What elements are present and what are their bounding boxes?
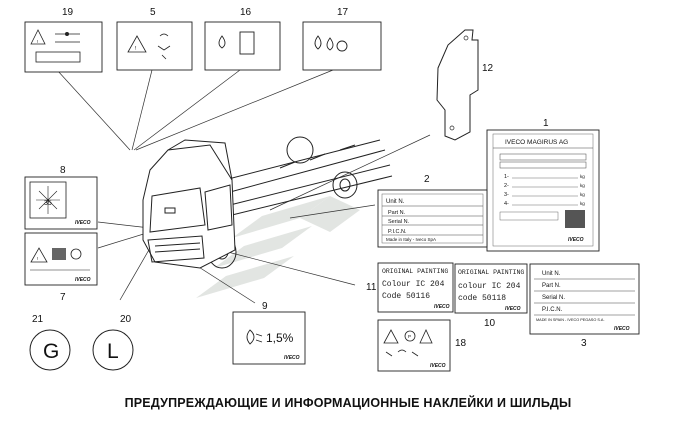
callout-2: 2	[424, 174, 430, 185]
label-2-picn: P.I.C.N.	[388, 229, 407, 235]
svg-text:!: !	[37, 39, 38, 44]
disc-21: G	[29, 329, 71, 371]
label-3-footer: MADE IN SPAIN - IVECO PEGASO S.A.	[536, 318, 605, 322]
bracket-12	[436, 29, 479, 141]
callout-8: 8	[60, 165, 66, 176]
callout-16: 16	[240, 7, 252, 18]
label-1-row-1: 1-	[504, 174, 509, 180]
label-1-unit-3: kg	[580, 192, 585, 197]
label-1-unit-1: kg	[580, 174, 585, 179]
decal-17	[302, 21, 382, 71]
callout-20: 20	[120, 314, 132, 325]
label-11-paint: ORIGINAL PAINTING Colour IC 204 Code 501…	[377, 262, 454, 313]
label-18-brand: IVECO	[430, 363, 446, 369]
label-18-warning: P IVECO	[377, 319, 451, 372]
label-8-brand: IVECO	[75, 220, 91, 226]
label-2-serial: Serial N.	[388, 219, 410, 225]
headlamp-icon	[246, 329, 255, 345]
label-11-line2: Colour IC 204	[382, 280, 445, 289]
label-9-brand: IVECO	[284, 355, 300, 361]
decal-5: !	[116, 21, 193, 71]
label-10-brand: IVECO	[505, 306, 521, 312]
disc-20: L	[92, 329, 134, 371]
label-1-row-3: 3-	[504, 192, 509, 198]
label-3-unit: Unit N.	[542, 271, 561, 277]
callout-11: 11	[366, 282, 377, 293]
label-9-value: 1,5%	[266, 331, 294, 345]
decal-16	[204, 21, 281, 71]
label-1-title: IVECO MAGIRUS AG	[505, 139, 568, 146]
callout-9: 9	[262, 301, 268, 312]
label-7-warning: ! IVECO	[24, 232, 98, 286]
label-10-paint: ORIGINAL PAINTING colour IC 204 code 501…	[454, 263, 528, 314]
callout-18: 18	[455, 338, 467, 349]
label-7-brand: IVECO	[75, 277, 91, 283]
disc-21-letter: G	[43, 340, 59, 363]
diagram-caption: ПРЕДУПРЕЖДАЮЩИЕ И ИНФОРМАЦИОННЫЕ НАКЛЕЙК…	[124, 396, 572, 410]
label-8-ac: 35 IVECO	[24, 176, 98, 230]
label-1-plate: IVECO MAGIRUS AG 1- 2- 3- 4- kg kg kg kg…	[486, 129, 600, 252]
callout-3: 3	[581, 338, 587, 349]
callout-17: 17	[337, 7, 349, 18]
leader-lines	[56, 69, 431, 304]
label-1-unit-2: kg	[580, 183, 585, 188]
callout-19: 19	[62, 7, 74, 18]
label-10-line3: code 50118	[458, 294, 506, 303]
callout-5: 5	[150, 7, 156, 18]
label-10-line1: ORIGINAL PAINTING	[458, 269, 524, 276]
label-3-plate: Unit N. Part N. Serial N. P.I.C.N. MADE …	[529, 263, 640, 335]
label-3-part: Part N.	[542, 283, 561, 289]
label-1-row-2: 2-	[504, 183, 509, 189]
label-8-value: 35	[44, 200, 52, 207]
label-11-line1: ORIGINAL PAINTING	[382, 268, 448, 275]
label-11-brand: IVECO	[434, 304, 450, 310]
label-2-part: Part N.	[388, 210, 406, 216]
label-2-footer: Made in Italy - Iveco SpA	[386, 237, 436, 242]
truck-drawing	[142, 136, 393, 269]
decal-19: !	[24, 21, 103, 73]
label-2-unit: Unit N.	[386, 199, 405, 205]
label-3-picn: P.I.C.N.	[542, 307, 563, 313]
svg-text:!: !	[37, 256, 38, 261]
label-1-unit-4: kg	[580, 201, 585, 206]
label-9-headlamp: 1,5% IVECO	[232, 311, 306, 365]
label-3-brand: IVECO	[614, 326, 630, 332]
disc-20-letter: L	[107, 340, 119, 363]
callout-12: 12	[482, 63, 494, 74]
callout-7: 7	[60, 292, 66, 303]
callout-21: 21	[32, 314, 44, 325]
label-3-serial: Serial N.	[542, 295, 565, 301]
label-2-plate: Unit N. Part N. Serial N. P.I.C.N. Made …	[377, 189, 488, 248]
label-1-row-4: 4-	[504, 201, 509, 207]
svg-text:P: P	[408, 334, 411, 339]
callout-10: 10	[484, 318, 496, 329]
watermark-logo	[196, 196, 360, 298]
label-10-line2: colour IC 204	[458, 282, 521, 291]
svg-text:!: !	[135, 46, 137, 52]
label-1-brand: IVECO	[568, 237, 584, 243]
label-11-line3: Code 50116	[382, 292, 430, 301]
callout-1: 1	[543, 118, 549, 129]
